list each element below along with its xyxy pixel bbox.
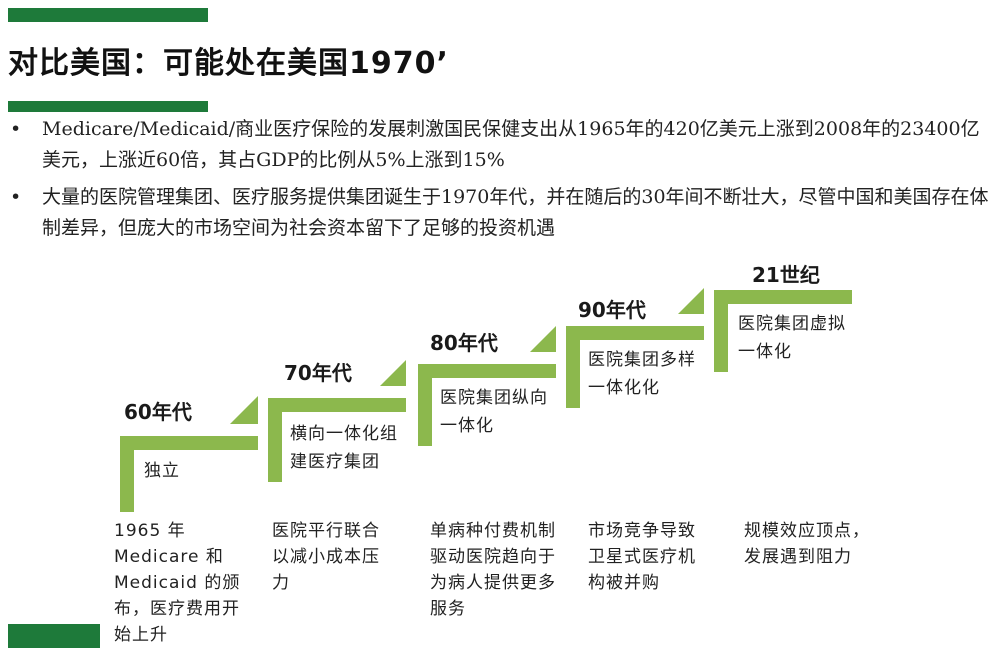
stair-2-shape (268, 398, 406, 482)
stage-3-inner-text: 医院集团纵向一体化 (440, 388, 548, 436)
stage-1-description: 1965 年 Medicare 和Medicaid 的颁布，医疗费用开始上升 (114, 521, 241, 645)
stage-5-inner-text: 医院集团虚拟一体化 (738, 314, 846, 362)
bottom-accent-bar (8, 624, 100, 648)
stair-4-shape (566, 326, 704, 408)
bullet-text: Medicare/Medicaid/商业医疗保险的发展刺激国民保健支出从1965… (42, 118, 980, 171)
stage-1-inner-text: 独立 (144, 461, 180, 481)
stage-4-description: 市场竞争导致卫星式医疗机构被并购 (588, 521, 696, 593)
stair-2-arrow (380, 360, 406, 386)
stage-5-description: 规模效应顶点，发展遇到阻力 (744, 521, 870, 567)
bullet-text: 大量的医院管理集团、医疗服务提供集团诞生于1970年代，并在随后的30年间不断壮… (42, 186, 989, 239)
stage-2-era-label: 70年代 (284, 361, 352, 385)
stage-1-era-label: 60年代 (124, 400, 192, 424)
stair-4-arrow (678, 288, 704, 314)
bullet-dot: • (10, 186, 22, 208)
stage-4-era-label: 90年代 (578, 298, 646, 322)
stair-1-shape (120, 436, 258, 512)
stage-5-era-label: 21世纪 (752, 263, 820, 287)
stair-1-arrow (230, 396, 258, 424)
title-underline-bar (8, 101, 208, 112)
bullet-item-1: • Medicare/Medicaid/商业医疗保险的发展刺激国民保健支出从19… (10, 114, 990, 176)
stage-2-description: 医院平行联合以减小成本压力 (272, 521, 380, 593)
bullet-item-2: • 大量的医院管理集团、医疗服务提供集团诞生于1970年代，并在随后的30年间不… (10, 182, 990, 244)
stair-3-arrow (530, 326, 556, 352)
stage-4-inner-text: 医院集团多样一体化化 (588, 350, 696, 398)
stair-5-shape (714, 290, 852, 372)
stage-3-description: 单病种付费机制驱动医院趋向于为病人提供更多服务 (430, 521, 556, 619)
stage-2-inner-text: 横向一体化组建医疗集团 (290, 424, 398, 472)
stage-3-era-label: 80年代 (430, 331, 498, 355)
page-title: 对比美国：可能处在美国1970’ (8, 46, 449, 81)
stair-3-shape (418, 364, 556, 446)
top-accent-bar (8, 8, 208, 22)
bullet-dot: • (10, 118, 22, 140)
